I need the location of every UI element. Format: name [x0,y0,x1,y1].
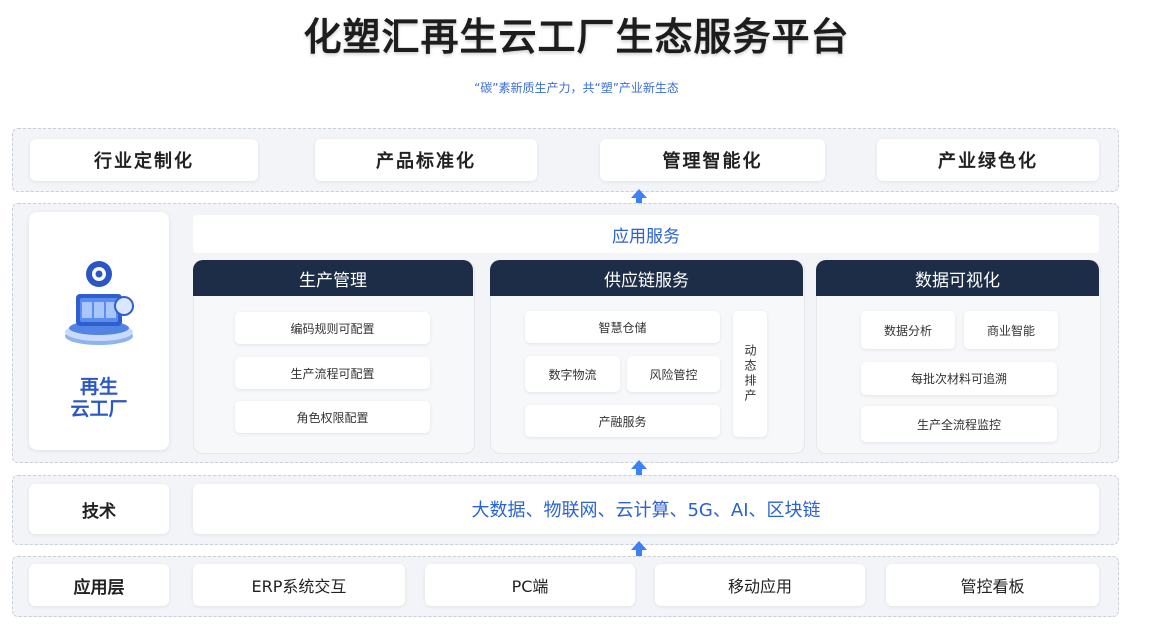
app-services-bar: 应用服务 [193,215,1099,253]
tech-label: 技术 [29,484,169,534]
page-subtitle: “碳”素新质生产力，共“塑”产业新生态 [474,81,679,95]
app-card-dashboard: 管控看板 [886,564,1099,606]
top-card-industry-greening: 产业绿色化 [877,139,1099,181]
item-digital-logistics: 数字物流 [525,356,620,392]
app-layer-label: 应用层 [29,564,169,606]
group-header-data-viz: 数据可视化 [816,260,1099,296]
item-smart-warehouse: 智慧仓储 [525,311,720,343]
brand-line-1: 再生 [79,376,118,398]
item-business-intelligence: 商业智能 [964,311,1058,349]
group-header-production: 生产管理 [193,260,473,296]
brand-name: 再生 云工厂 [29,376,169,420]
item-role-permissions: 角色权限配置 [235,401,430,433]
page-title: 化塑汇再生云工厂生态服务平台 [303,15,850,59]
up-arrow-icon [631,189,647,209]
item-process-monitoring: 生产全流程监控 [861,406,1057,442]
top-card-industry-customization: 行业定制化 [30,139,258,181]
item-finance-services: 产融服务 [525,405,720,437]
app-card-erp: ERP系统交互 [193,564,405,606]
up-arrow-icon [631,460,647,480]
app-card-pc: PC端 [425,564,635,606]
top-card-management-intelligence: 管理智能化 [600,139,825,181]
tech-stack-bar: 大数据、物联网、云计算、5G、AI、区块链 [193,484,1099,534]
brand-line-2: 云工厂 [70,398,128,420]
item-data-analysis: 数据分析 [861,311,955,349]
item-batch-traceability: 每批次材料可追溯 [861,362,1057,395]
top-card-product-standardization: 产品标准化 [315,139,537,181]
item-coding-rules: 编码规则可配置 [235,312,430,344]
cloud-factory-icon [65,261,134,345]
item-risk-control: 风险管控 [627,356,720,392]
item-dynamic-scheduling: 动态排产 [733,311,767,437]
app-card-mobile: 移动应用 [655,564,865,606]
group-header-supply-chain: 供应链服务 [490,260,803,296]
item-process-config: 生产流程可配置 [235,357,430,389]
up-arrow-icon [631,541,647,561]
